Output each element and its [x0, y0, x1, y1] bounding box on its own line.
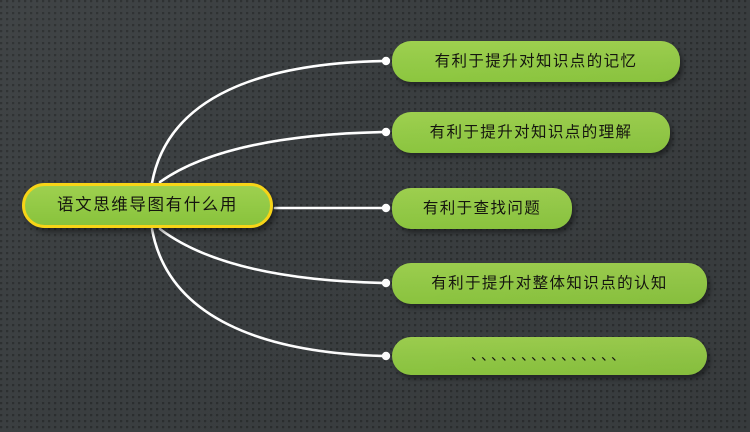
connector-root-to-branch-1 — [150, 59, 387, 185]
branch-node-label: 、、、、、、、、、、、、、、、 — [471, 348, 628, 364]
root-node-label: 语文思维导图有什么用 — [57, 195, 238, 215]
branch-node-label: 有利于查找问题 — [422, 198, 542, 217]
branch-node-overall-cognition[interactable]: 有利于提升对整体知识点的认知 — [392, 263, 707, 304]
connector-root-to-branch-4 — [158, 227, 387, 285]
branch-node-label: 有利于提升对知识点的记忆 — [434, 51, 638, 70]
connector-endpoint-branch-4 — [381, 278, 391, 288]
connector-endpoint-branch-1 — [381, 56, 391, 66]
connector-endpoint-branch-3 — [381, 203, 391, 213]
branch-node-label: 有利于提升对知识点的理解 — [429, 122, 633, 141]
branch-node-label: 有利于提升对整体知识点的认知 — [431, 273, 668, 292]
connector-root-to-branch-2 — [158, 130, 387, 184]
branch-node-find-problems[interactable]: 有利于查找问题 — [392, 188, 572, 229]
connector-root-to-branch-5 — [150, 227, 387, 358]
branch-node-placeholder[interactable]: 、、、、、、、、、、、、、、、 — [392, 337, 707, 375]
branch-node-memory[interactable]: 有利于提升对知识点的记忆 — [392, 41, 680, 82]
branch-node-understanding[interactable]: 有利于提升对知识点的理解 — [392, 112, 670, 153]
root-node[interactable]: 语文思维导图有什么用 — [22, 183, 273, 228]
connector-endpoint-branch-5 — [381, 351, 391, 361]
connector-endpoint-branch-2 — [381, 127, 391, 137]
